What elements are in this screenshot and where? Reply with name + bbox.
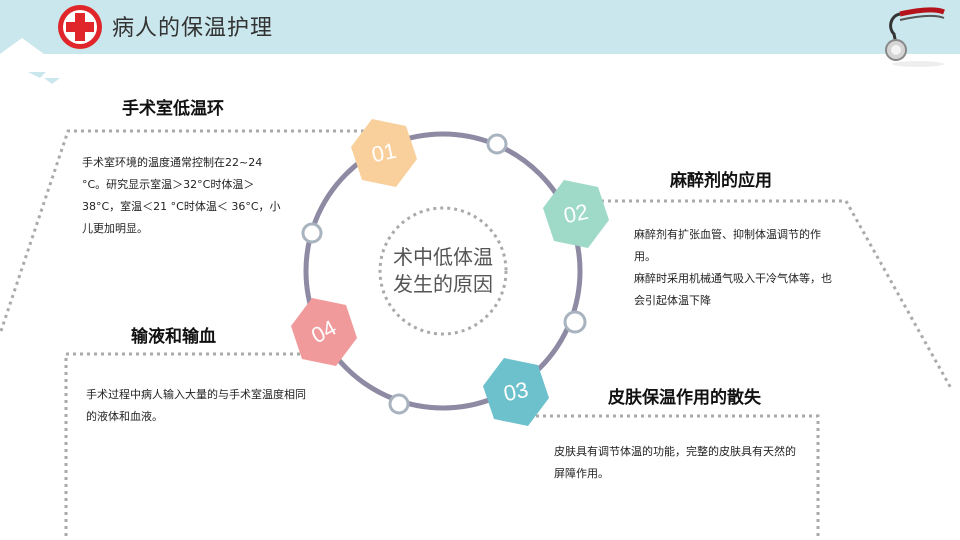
anesthesia-text-1: 麻醉剂有扩张血管、抑制体温调节的作用。 xyxy=(634,228,821,263)
ring-node xyxy=(301,222,323,244)
ring-node xyxy=(563,310,587,334)
badge-03: 03 xyxy=(482,356,550,428)
ring-node xyxy=(486,133,508,155)
infusion-text: 手术过程中病人输入大量的与手术室温度相同的液体和血液。 xyxy=(86,388,306,423)
badge-02: 02 xyxy=(542,178,610,250)
badge-01: 01 xyxy=(350,117,418,189)
stethoscope-icon xyxy=(885,7,945,67)
or-temp-text: 手术室环境的温度通常控制在22~24 °C。研究显示室温＞32°C时体温＞ 38… xyxy=(82,156,281,235)
frame-infusion xyxy=(64,352,300,540)
frame-or-temp xyxy=(0,129,364,335)
hexagon-icon xyxy=(351,119,417,187)
badge-01-label: 01 xyxy=(369,137,399,168)
or-temp-title: 手术室低温环 xyxy=(122,99,224,119)
inner-dotted-ring xyxy=(378,206,508,336)
main-ring xyxy=(303,131,583,411)
frame-anesthesia xyxy=(594,199,954,391)
skin-text: 皮肤具有调节体温的功能，完整的皮肤具有天然的屏障作用。 xyxy=(554,445,796,480)
header-bar xyxy=(0,0,960,54)
ring-node xyxy=(388,393,410,415)
skin-title: 皮肤保温作用的散失 xyxy=(608,388,761,408)
page-title: 病人的保温护理 xyxy=(112,16,274,41)
infusion-title: 输液和输血 xyxy=(131,327,216,347)
badge-02-label: 02 xyxy=(561,198,591,229)
hexagon-icon xyxy=(483,358,549,426)
center-caption: 术中低体温 发生的原因 xyxy=(380,244,506,298)
hexagon-icon xyxy=(543,180,609,248)
badge-03-label: 03 xyxy=(501,376,531,407)
decorative-triangles xyxy=(0,38,60,84)
badge-04: 04 xyxy=(290,296,358,368)
anesthesia-text-2: 麻醉时采用机械通气吸入干冷气体等，也会引起体温下降 xyxy=(634,272,832,307)
center-line-1: 术中低体温 xyxy=(393,245,493,269)
center-line-2: 发生的原因 xyxy=(393,272,493,296)
anesthesia-title: 麻醉剂的应用 xyxy=(670,171,772,191)
red-cross-logo-icon xyxy=(58,5,102,49)
frame-skin xyxy=(536,414,820,540)
hexagon-icon xyxy=(291,298,357,366)
